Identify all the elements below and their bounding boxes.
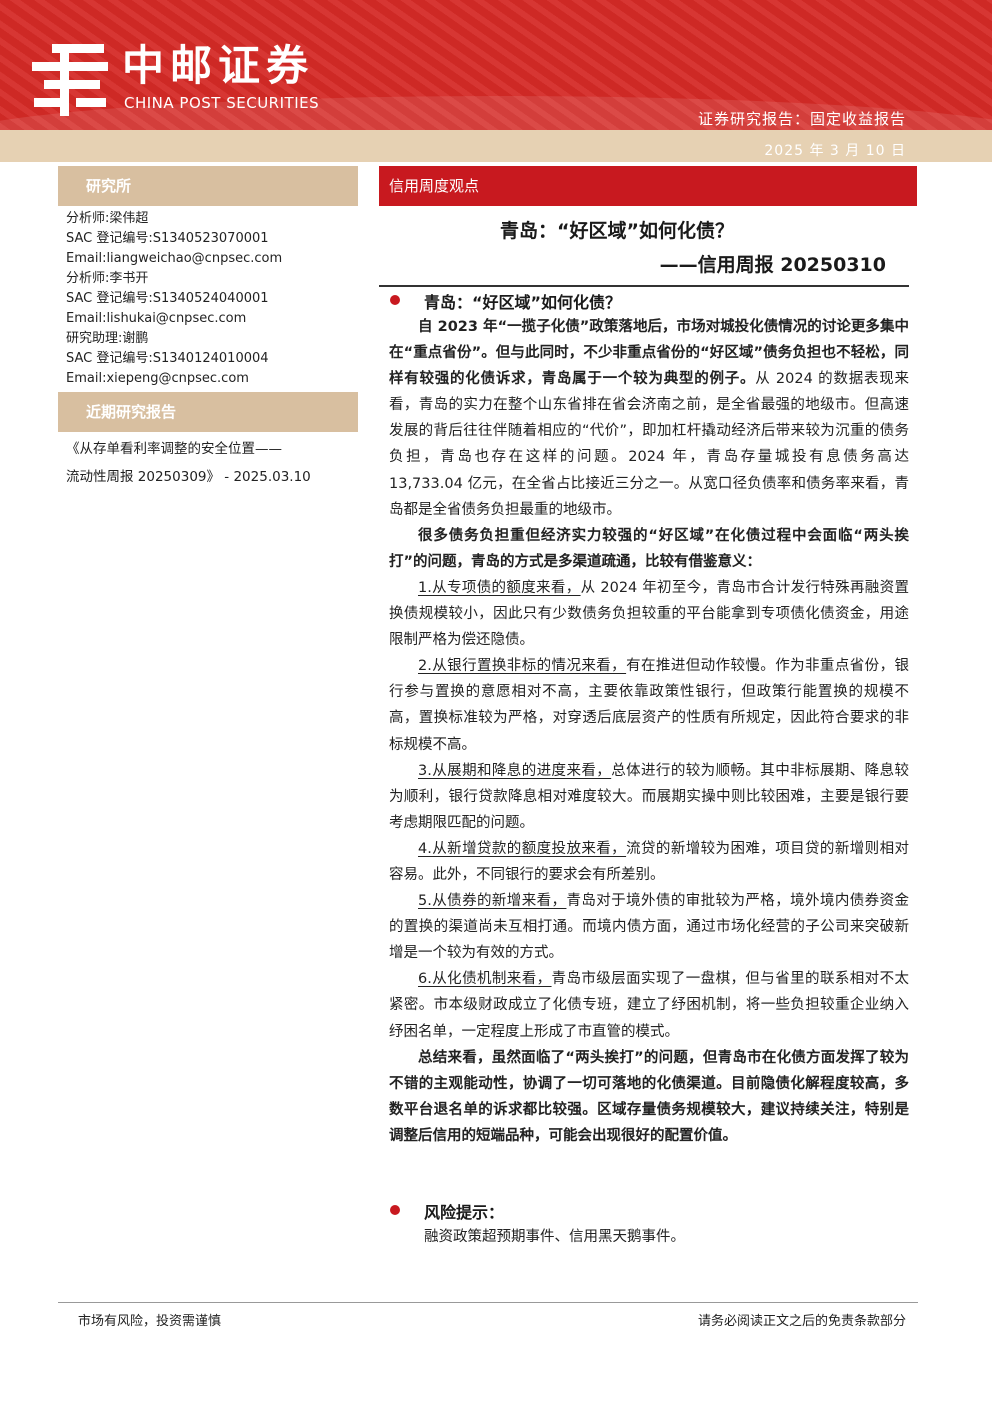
- institute-heading: 研究所: [58, 166, 358, 206]
- risk-text: 融资政策超预期事件、信用黑天鹅事件。: [424, 1229, 685, 1245]
- footer-left: 市场有风险，投资需谨慎: [78, 1314, 222, 1329]
- item-text: 有在推进但动作较慢。作为非重点省份，银行参与置换的意愿相对不高，主要依靠政策性银…: [389, 658, 909, 753]
- bullet-icon: [390, 295, 400, 305]
- item-lead: 3.从展期和降息的进度来看，: [418, 762, 612, 779]
- item-lead: 2.从银行置换非标的情况来看，: [418, 658, 627, 675]
- banner-texture: [0, 0, 992, 130]
- analyst-list: 分析师:梁伟超 SAC 登记编号:S1340523070001 Email:li…: [66, 209, 282, 389]
- item-lead: 5.从债券的新增来看，: [418, 893, 567, 910]
- analyst-line: 分析师:李书开: [66, 271, 149, 286]
- recent-report-link[interactable]: 《从存单看利率调整的安全位置——: [66, 441, 282, 457]
- paragraph-text: 从 2024 的数据表现来看，青岛的实力在整个山东省排在省会济南之前，是全省最强…: [389, 371, 909, 518]
- item-text: 总体进行的较为顺畅。其中非标展期、降息较为顺利，银行贷款降息相对难度较大。而展期…: [389, 762, 909, 831]
- item-text: 从 2024 年初至今，青岛市合计发行特殊再融资置换债规模较小，因此只有少数债务…: [389, 579, 909, 649]
- company-name-cn: 中邮证券: [122, 41, 315, 90]
- paragraph-bold: 很多债务负担重但经济实力较强的“好区域”在化债过程中会面临“两头挨打”的问题，青…: [389, 527, 909, 570]
- summary-paragraph: 总结来看，虽然面临了“两头挨打”的问题，但青岛市在化债方面发挥了较为不错的主观能…: [389, 1049, 909, 1144]
- list-item: 5.从债券的新增来看，青岛对于境外债的审批较为严格，境外境内债券资金的置换的渠道…: [389, 888, 909, 966]
- list-item: 6.从化债机制来看，青岛市级层面实现了一盘棋，但与省里的联系相对不太紧密。市本级…: [389, 966, 909, 1044]
- analyst-email[interactable]: Email:xiepeng@cnpsec.com: [66, 371, 249, 386]
- list-item: 2.从银行置换非标的情况来看，有在推进但动作较慢。作为非重点省份，银行参与置换的…: [389, 653, 909, 757]
- list-item: 3.从展期和降息的进度来看，总体进行的较为顺畅。其中非标展期、降息较为顺利，银行…: [389, 758, 909, 836]
- analyst-line: 研究助理:谢鹏: [66, 331, 149, 346]
- footer-divider: [58, 1302, 918, 1303]
- analyst-line: SAC 登记编号:S1340523070001: [66, 231, 269, 246]
- section-heading: 青岛：“好区域”如何化债？: [424, 293, 622, 312]
- recent-reports-heading: 近期研究报告: [58, 392, 358, 432]
- report-title: 青岛：“好区域”如何化债？: [500, 220, 734, 242]
- paragraph: 自 2023 年“一揽子化债”政策落地后，市场对城投化债情况的讨论更多集中在“重…: [389, 314, 909, 523]
- analyst-line: 分析师:梁伟超: [66, 211, 149, 226]
- china-post-logo-icon: [32, 44, 108, 116]
- item-text: 青岛对于境外债的审批较为严格，境外境内债券资金的置换的渠道尚未互相打通。而境内债…: [389, 893, 909, 962]
- recent-report-link[interactable]: 流动性周报 20250309》 - 2025.03.10: [66, 469, 311, 485]
- risk-heading: 风险提示：: [424, 1203, 505, 1222]
- item-lead: 6.从化债机制来看，: [418, 971, 552, 988]
- item-lead: 4.从新增贷款的额度投放来看，: [418, 840, 627, 857]
- analyst-email[interactable]: Email:lishukai@cnpsec.com: [66, 311, 247, 326]
- report-subtitle: ——信用周报 20250310: [659, 254, 886, 276]
- paragraph-bold: 自 2023 年“一揽子化债”政策落地后，市场对城投化债情况的讨论更多集中在“重…: [389, 319, 909, 388]
- recent-reports-list: 《从存单看利率调整的安全位置—— 流动性周报 20250309》 - 2025.…: [66, 435, 311, 491]
- item-text: 青岛市级层面实现了一盘棋，但与省里的联系相对不太紧密。市本级财政成立了化债专班，…: [389, 971, 910, 1040]
- company-name-en: CHINA POST SECURITIES: [124, 94, 320, 112]
- main-body: 自 2023 年“一揽子化债”政策落地后，市场对城投化债情况的讨论更多集中在“重…: [389, 314, 909, 1149]
- date-band: 2025 年 3 月 10 日: [0, 130, 992, 162]
- header-banner: 中邮证券 CHINA POST SECURITIES 证券研究报告：固定收益报告: [0, 0, 992, 130]
- analyst-email[interactable]: Email:liangweichao@cnpsec.com: [66, 251, 283, 266]
- analyst-line: SAC 登记编号:S1340124010004: [66, 351, 269, 366]
- bullet-icon: [390, 1205, 400, 1215]
- list-item: 4.从新增贷款的额度投放来看，流贷的新增较为困难，项目贷的新增则相对容易。此外，…: [389, 836, 909, 888]
- column-tag: 信用周度观点: [379, 166, 917, 206]
- analyst-line: SAC 登记编号:S1340524040001: [66, 291, 269, 306]
- report-type: 证券研究报告：固定收益报告: [697, 110, 906, 128]
- title-divider: [379, 285, 909, 287]
- item-text: 流贷的新增较为困难，项目贷的新增则相对容易。此外，不同银行的要求会有所差别。: [389, 840, 909, 883]
- item-lead: 1.从专项债的额度来看，: [418, 579, 581, 596]
- footer-right: 请务必阅读正文之后的免责条款部分: [697, 1314, 906, 1329]
- report-date: 2025 年 3 月 10 日: [764, 143, 906, 159]
- list-item: 1.从专项债的额度来看，从 2024 年初至今，青岛市合计发行特殊再融资置换债规…: [389, 575, 909, 653]
